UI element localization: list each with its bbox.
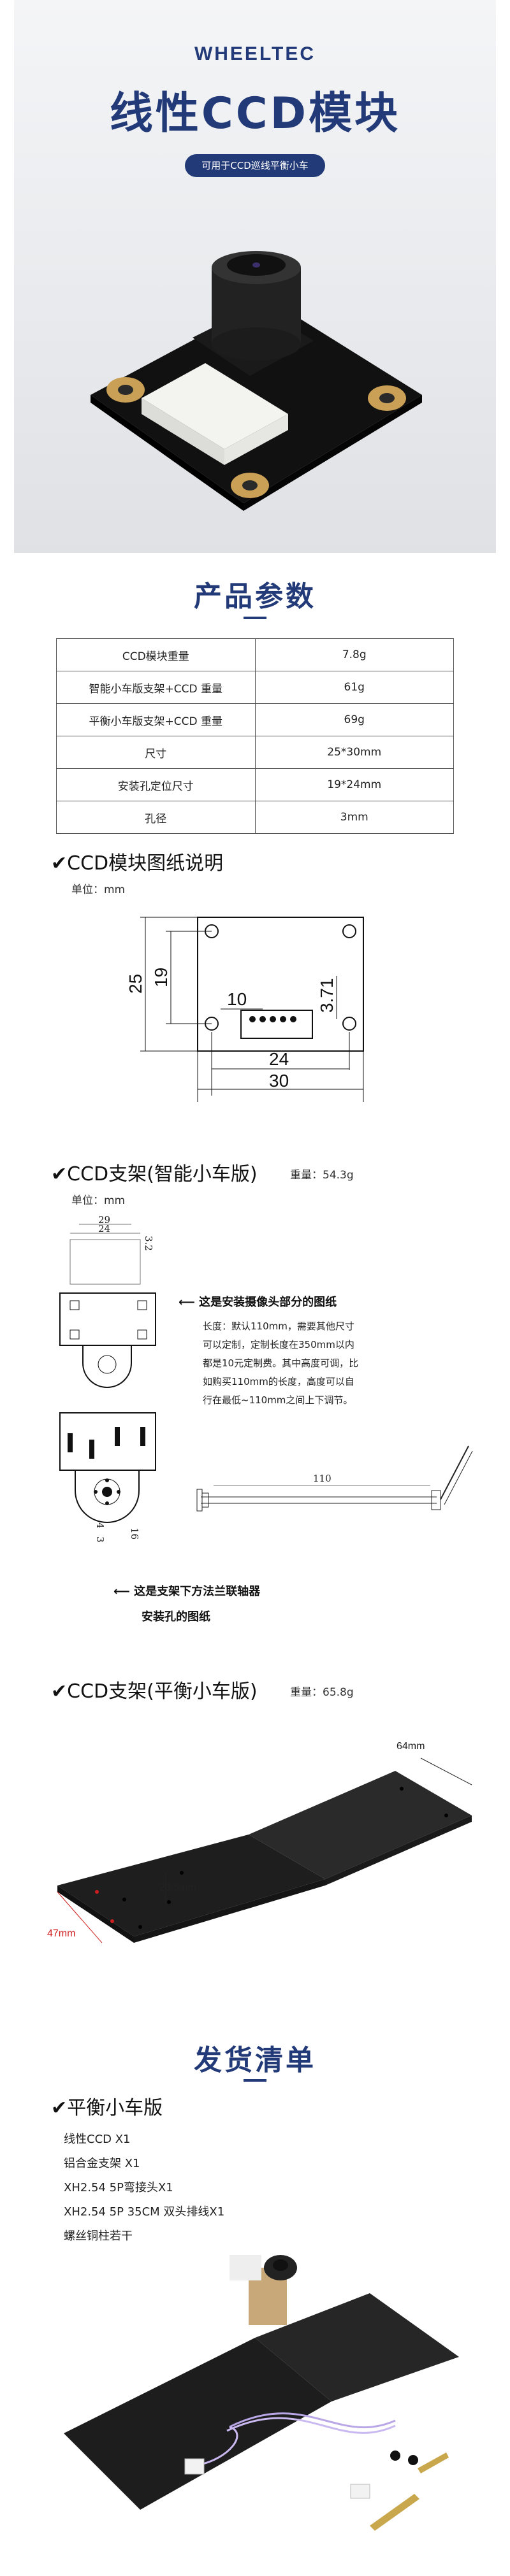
drawing-unit: 单位：mm	[71, 884, 126, 896]
list-item: 螺丝铜柱若干	[64, 2229, 133, 2243]
arrow-left-icon: ⟵	[178, 1296, 200, 1309]
spec-value: 3mm	[254, 801, 454, 834]
list-item: 铝合金支架 X1	[64, 2157, 140, 2170]
list-item: XH2.54 5P弯接头X1	[64, 2181, 173, 2194]
bracket-smart-drawings: 29 24 3.2 4 3 16	[59, 1214, 156, 1543]
package-contents-photo	[64, 2255, 459, 2531]
spec-value: 69g	[254, 703, 454, 736]
bracket-balance-weight: 重量：65.8g	[290, 1686, 354, 1699]
drawing-heading: ✔CCD模块图纸说明	[51, 847, 223, 875]
spec-label: 安装孔定位尺寸	[56, 768, 256, 801]
dim-3-71: 3.71	[317, 978, 337, 1013]
brand-name: WHEELTEC	[194, 43, 316, 64]
page-title: 线性CCD模块	[109, 89, 401, 139]
balance-bracket-photo: 64mm 23.5mm 47mm	[47, 1741, 472, 1943]
dim-16: 16	[129, 1528, 140, 1540]
params-title: 产品参数	[194, 580, 316, 613]
spec-value: 61g	[254, 671, 454, 704]
bracket-smart-heading: ✔CCD支架(智能小车版)	[51, 1158, 258, 1186]
flange-note-text: 这是支架下方法兰联轴器	[134, 1585, 261, 1598]
shipping-title: 发货清单	[194, 2044, 316, 2077]
dim-10: 10	[227, 989, 247, 1009]
length-note: 长度：默认110mm，需要其他尺寸 可以定制，定制长度在350mm以内 都是10…	[203, 1317, 358, 1410]
dim-25: 25	[126, 974, 145, 994]
bracket-balance-heading-text: CCD支架(平衡小车版)	[67, 1680, 258, 1703]
check-icon: ✔	[51, 1163, 68, 1185]
check-icon: ✔	[51, 1680, 68, 1703]
bracket-smart-unit: 单位：mm	[71, 1194, 126, 1207]
spec-value: 25*30mm	[254, 736, 454, 769]
shipping-underline	[244, 2079, 266, 2082]
dim-19: 19	[151, 968, 171, 987]
length-note-line: 都是10元定制费。其中高度可调，比	[203, 1357, 359, 1369]
list-item: 线性CCD X1	[64, 2133, 131, 2146]
ccd-dimension-drawing: 25 19 10 3.71 24 30	[126, 917, 364, 1102]
shipping-heading: ✔平衡小车版	[51, 2092, 163, 2120]
dim-24: 24	[269, 1049, 289, 1069]
bracket-balance-heading: ✔CCD支架(平衡小车版)	[51, 1675, 258, 1703]
usage-badge: 可用于CCD巡线平衡小车	[185, 154, 325, 177]
length-note-line: 行在最低~110mm之间上下调节。	[203, 1394, 353, 1406]
dim-4: 4	[94, 1522, 106, 1529]
drawing-heading-text: CCD模块图纸说明	[67, 852, 224, 875]
dim-47mm: 47mm	[47, 1928, 75, 1939]
spec-value: 19*24mm	[254, 768, 454, 801]
bracket-smart-heading-text: CCD支架(智能小车版)	[67, 1163, 258, 1185]
dim-3-2: 3.2	[143, 1236, 154, 1251]
dim-110: 110	[313, 1473, 332, 1484]
bracket-smart-weight: 重量：54.3g	[290, 1169, 354, 1182]
length-note-line: 可以定制，定制长度在350mm以内	[203, 1339, 354, 1350]
dim-24-small: 24	[98, 1223, 110, 1234]
flange-note: ⟵ 这是支架下方法兰联轴器	[113, 1582, 260, 1599]
params-underline	[244, 617, 266, 619]
check-icon: ✔	[51, 2097, 68, 2119]
spec-value: 7.8g	[254, 638, 454, 671]
spec-label: 智能小车版支架+CCD 重量	[56, 671, 256, 704]
length-note-line: 长度：默认110mm，需要其他尺寸	[203, 1320, 354, 1332]
dim-64mm: 64mm	[397, 1741, 425, 1752]
length-note-line: 如购买110mm的长度，高度可以自	[203, 1376, 354, 1387]
list-item: XH2.54 5P 35CM 双头排线X1	[64, 2205, 225, 2219]
bracket-side-drawing: 110	[196, 1445, 473, 1512]
spec-label: 尺寸	[56, 736, 256, 769]
check-icon: ✔	[51, 852, 68, 875]
spec-label: CCD模块重量	[56, 638, 256, 671]
flange-note-2: 安装孔的图纸	[142, 1610, 210, 1624]
arrow-left-icon: ⟵	[113, 1585, 135, 1598]
dim-3: 3	[94, 1536, 106, 1543]
camera-drawing-note-text: 这是安装摄像头部分的图纸	[199, 1296, 337, 1309]
dim-29: 29	[98, 1214, 110, 1226]
spec-label: 孔径	[56, 801, 256, 834]
dim-23-5mm: 23.5mm	[159, 1882, 196, 1893]
camera-drawing-note: ⟵ 这是安装摄像头部分的图纸	[178, 1293, 337, 1310]
spec-label: 平衡小车版支架+CCD 重量	[56, 703, 256, 736]
shipping-heading-text: 平衡小车版	[67, 2097, 163, 2119]
dim-30: 30	[269, 1071, 289, 1091]
ccd-module-photo	[91, 251, 422, 511]
